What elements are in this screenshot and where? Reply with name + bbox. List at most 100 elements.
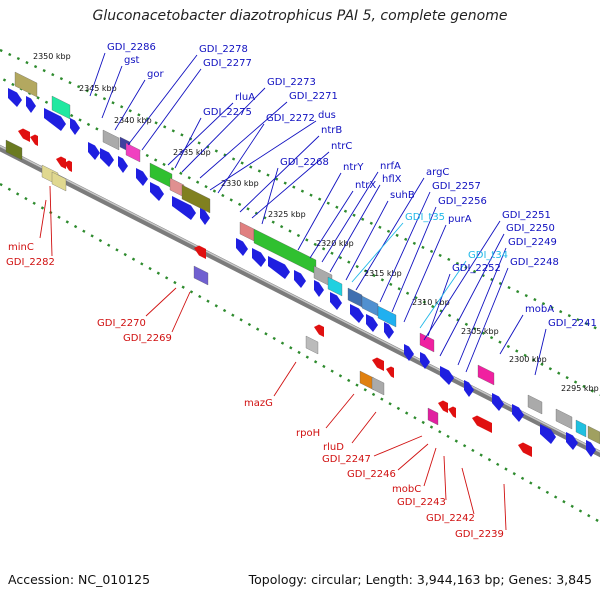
cds-forward-arrow: [404, 344, 414, 361]
scale-tick-label: 2305 kbp: [461, 327, 499, 336]
leader-line: [351, 411, 377, 444]
leader-line: [439, 233, 505, 357]
gene-label-gdi-2241: GDI_2241: [548, 318, 597, 329]
cds-forward-arrow: [440, 366, 454, 385]
feature-block: [305, 335, 319, 355]
gene-label-gdi-2272: GDI_2272: [266, 113, 315, 124]
cds-reverse-arrow: [372, 357, 384, 371]
cds-reverse-arrow: [18, 128, 30, 142]
cds-reverse-arrow: [64, 160, 72, 172]
feature-block: [125, 142, 141, 163]
gene-label-gdi-2247: GDI_2247: [322, 454, 371, 465]
backbone-line: [0, 144, 600, 458]
gene-labels: GDI_2286gstgorGDI_2278GDI_2277rluAGDI_22…: [6, 42, 597, 540]
gene-label-dus: dus: [318, 110, 336, 121]
cds-forward-arrow: [236, 238, 248, 256]
leader-line: [321, 171, 379, 263]
scale-tick-label: 2315 kbp: [364, 269, 402, 278]
leader-line: [199, 101, 288, 179]
cds-forward-arrow: [172, 196, 196, 220]
cds-forward-arrow: [150, 182, 164, 201]
leader-line: [89, 52, 106, 97]
gene-label-gdi-2250: GDI_2250: [506, 223, 555, 234]
cds-forward-arrow: [540, 424, 556, 444]
gene-label-gdi-2273: GDI_2273: [267, 77, 316, 88]
cds-forward-arrow: [586, 440, 596, 457]
scale-tick-label: 2325 kbp: [268, 210, 306, 219]
leader-line: [127, 54, 198, 146]
cds-reverse-arrow: [56, 156, 66, 169]
cds-track: [8, 88, 596, 457]
leader-line: [167, 102, 234, 166]
feature-block: [371, 376, 385, 396]
feature-block: [555, 408, 573, 430]
gene-label-gdi-2242: GDI_2242: [426, 513, 475, 524]
leader-line: [329, 184, 381, 273]
leader-line: [427, 273, 451, 337]
leader-line: [397, 443, 429, 471]
gene-label-gdi-2256: GDI_2256: [438, 196, 487, 207]
gene-label-gdi-2278: GDI_2278: [199, 44, 248, 55]
genome-backbone: [0, 144, 600, 458]
gene-label-pura: purA: [448, 214, 472, 225]
cds-reverse-arrow: [448, 406, 456, 418]
scale-tick-label: 2320 kbp: [316, 239, 354, 248]
leader-line: [239, 135, 320, 213]
leader-line: [461, 467, 475, 515]
feature-block: [575, 419, 587, 438]
cds-forward-arrow: [566, 432, 578, 450]
feature-block: [5, 139, 23, 161]
gene-label-gdi-2268: GDI_2268: [280, 157, 329, 168]
gene-label-rpoh: rpoH: [296, 428, 320, 439]
feature-block: [14, 71, 38, 98]
scale-tick-label: 2300 kbp: [509, 355, 547, 364]
leader-line: [423, 447, 437, 487]
gc-content-track: [0, 48, 600, 524]
scale-tick-label: 2335 kbp: [173, 148, 211, 157]
leader-line: [499, 314, 524, 355]
gene-label-suhb: suhB: [390, 190, 415, 201]
cds-reverse-arrow: [386, 366, 394, 378]
gene-label-minc: minC: [8, 242, 34, 253]
leader-line: [39, 199, 47, 239]
feature-block: [327, 276, 343, 297]
cds-forward-arrow: [330, 292, 342, 310]
gene-label-gdi-2270: GDI_2270: [97, 318, 146, 329]
leader-line: [419, 260, 467, 329]
cds-reverse-arrow: [314, 324, 324, 337]
gene-label-gdi-t34: GDI_t34: [468, 250, 508, 261]
feature-block: [102, 129, 120, 151]
feature-block: [193, 265, 209, 286]
feature-block: [419, 332, 435, 353]
gene-label-gor: gor: [147, 69, 164, 80]
feature-block: [361, 295, 379, 317]
topology-text: Topology: circular; Length: 3,944,163 bp…: [248, 572, 592, 587]
gene-label-gst: gst: [124, 55, 140, 66]
gene-label-gdi-2269: GDI_2269: [123, 333, 172, 344]
gc-dots-0: [0, 48, 600, 332]
feature-block: [377, 305, 397, 328]
cds-forward-arrow: [136, 168, 148, 186]
leader-line: [171, 291, 191, 333]
gene-label-hflx: hflX: [382, 174, 402, 185]
scale-tick-label: 2310 kbp: [412, 298, 450, 307]
gene-label-gdi-2252: GDI_2252: [452, 263, 501, 274]
leader-line: [114, 79, 146, 131]
cds-forward-arrow: [100, 148, 114, 167]
cds-forward-arrow: [464, 380, 474, 397]
leader-line: [297, 172, 342, 251]
gene-label-gdi-2249: GDI_2249: [508, 237, 557, 248]
gene-label-moba: mobA: [525, 304, 554, 315]
gene-label-gdi-2277: GDI_2277: [203, 58, 252, 69]
feature-block: [427, 407, 439, 426]
gene-label-gdi-2246: GDI_2246: [347, 469, 396, 480]
gc-dots-1: [0, 182, 600, 524]
leader-line: [373, 435, 423, 457]
gene-label-gdi-2282: GDI_2282: [6, 257, 55, 268]
scale-tick-label: 2345 kbp: [79, 84, 117, 93]
gc-dots-2: [0, 76, 600, 397]
leader-line: [465, 267, 509, 373]
leader-line: [174, 117, 202, 169]
cds-forward-arrow: [88, 142, 100, 160]
gene-label-ntry: ntrY: [343, 162, 364, 173]
